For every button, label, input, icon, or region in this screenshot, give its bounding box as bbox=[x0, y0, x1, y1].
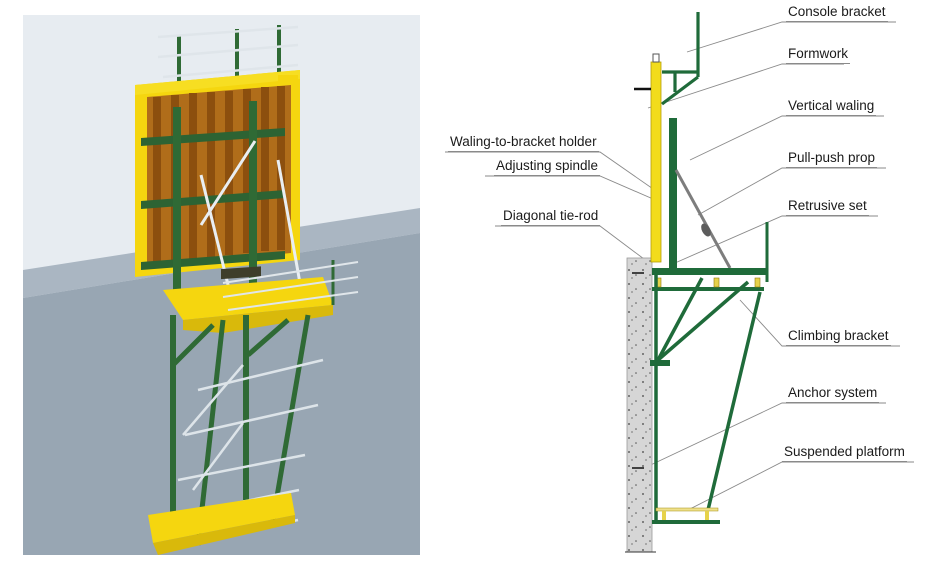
section-diagram: Console bracket Formwork Vertical waling… bbox=[430, 0, 930, 568]
label-adjusting-spindle: Adjusting spindle bbox=[494, 158, 601, 176]
label-waling-to-bracket-holder: Waling-to-bracket holder bbox=[448, 134, 599, 152]
label-console-bracket: Console bracket bbox=[786, 4, 888, 22]
climbing-formwork-illustration bbox=[23, 15, 420, 555]
label-anchor-system: Anchor system bbox=[786, 385, 880, 403]
label-climbing-bracket: Climbing bracket bbox=[786, 328, 891, 346]
label-pull-push-prop: Pull-push prop bbox=[786, 150, 878, 168]
label-formwork: Formwork bbox=[786, 46, 850, 64]
diagram-svg bbox=[445, 12, 914, 553]
label-suspended-platform: Suspended platform bbox=[782, 444, 907, 462]
label-diagonal-tie-rod: Diagonal tie-rod bbox=[501, 208, 601, 226]
illustration-svg bbox=[23, 15, 420, 555]
label-retrusive-set: Retrusive set bbox=[786, 198, 869, 216]
label-vertical-waling: Vertical waling bbox=[786, 98, 877, 116]
